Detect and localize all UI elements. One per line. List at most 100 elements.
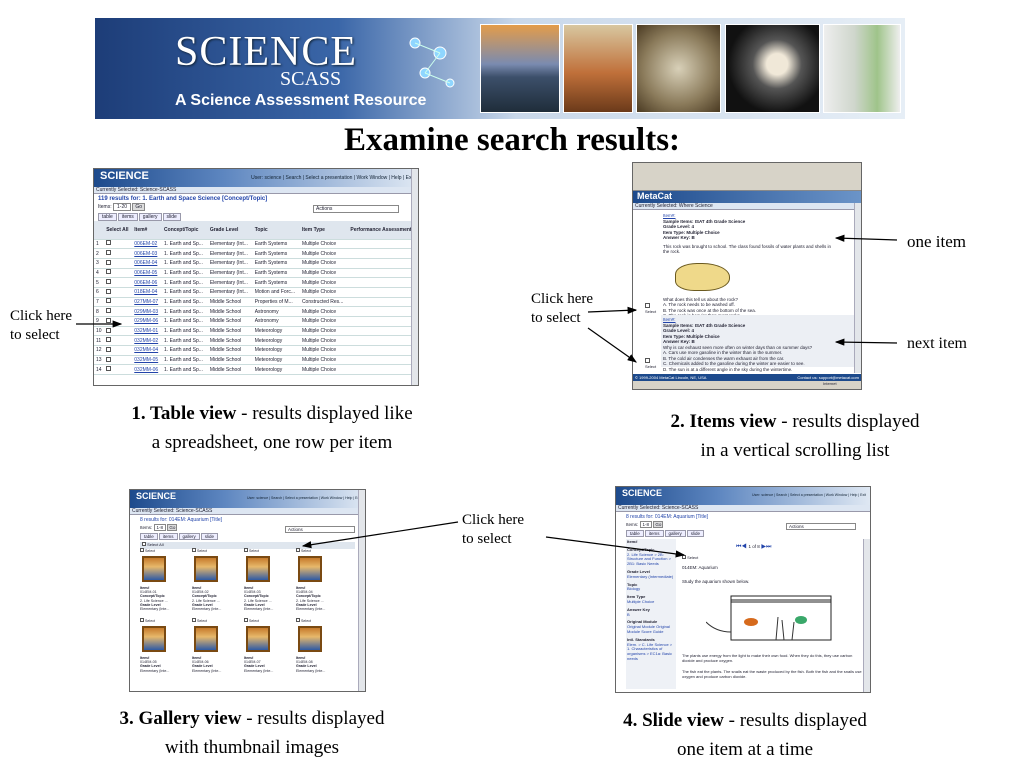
col-performance[interactable]: Performance Assessment (348, 221, 418, 240)
items-range-select[interactable]: 1-8 (153, 524, 167, 531)
last-icon[interactable]: ⏭ (766, 544, 772, 550)
actions-select[interactable]: Actions (285, 526, 355, 533)
tab-table[interactable]: table (626, 530, 644, 537)
col-concept[interactable]: Concept/Topic (162, 221, 208, 240)
tab-gallery[interactable]: gallery (138, 213, 162, 221)
tab-slide[interactable]: slide (200, 533, 219, 540)
actions-select[interactable]: Actions (786, 523, 856, 530)
card-select[interactable]: Select (140, 618, 190, 623)
scrollbar[interactable] (411, 169, 418, 385)
col-item[interactable]: Item# (132, 221, 163, 240)
row-item-link[interactable]: 032MM-06 (132, 364, 163, 376)
items-range-select[interactable]: 1-8 (639, 521, 653, 528)
tab-table[interactable]: table (98, 213, 117, 221)
go-button[interactable]: Go (653, 521, 664, 528)
row-item-link[interactable]: 029MM-06 (132, 316, 163, 327)
card-select[interactable]: Select (296, 618, 346, 623)
row-checkbox[interactable] (104, 239, 133, 250)
row-checkbox[interactable] (104, 335, 133, 347)
row-index: 11 (94, 335, 105, 347)
row-checkbox[interactable] (104, 248, 133, 259)
row-item-link[interactable]: 032MM-04 (132, 345, 163, 356)
col-select-all[interactable]: Select All (104, 221, 133, 240)
scrollbar[interactable] (863, 539, 870, 692)
tab-items[interactable]: items (158, 533, 178, 540)
card-select[interactable]: Select (192, 548, 242, 553)
tab-slide[interactable]: slide (162, 213, 181, 221)
go-button[interactable]: Go (167, 524, 178, 531)
thumbnail-image[interactable] (194, 556, 218, 582)
row-checkbox[interactable] (104, 345, 133, 356)
col-type[interactable]: Item Type (299, 221, 349, 240)
select-all-row[interactable]: Select All (140, 542, 355, 549)
tab-gallery[interactable]: gallery (178, 533, 200, 540)
row-checkbox[interactable] (104, 287, 133, 298)
row-checkbox[interactable] (104, 306, 133, 317)
row-item-link[interactable]: 006EM-02 (132, 239, 163, 250)
next-icon[interactable]: ▶ (761, 544, 766, 550)
items-range-select[interactable]: 1-20 (113, 203, 132, 211)
thumbnail-image[interactable] (194, 626, 218, 652)
row-item-link[interactable]: 032MM-02 (132, 335, 163, 347)
scrollbar[interactable] (854, 203, 861, 373)
row-checkbox[interactable] (104, 297, 133, 308)
header-links[interactable]: User: science | Search | Select a presen… (251, 175, 414, 181)
thumbnail-image[interactable] (246, 556, 270, 582)
item-number-link[interactable]: Item#: (663, 317, 676, 322)
tab-items[interactable]: items (644, 530, 664, 537)
item-number-link[interactable]: Item#: (663, 213, 676, 218)
thumbnail-image[interactable] (246, 626, 270, 652)
item-question: What does this tell us about the rock? (663, 296, 739, 302)
col-topic[interactable]: Topic (252, 221, 300, 240)
row-checkbox[interactable] (104, 364, 133, 376)
row-item-link[interactable]: 029MM-03 (132, 306, 163, 317)
col-grade[interactable]: Grade Level (207, 221, 253, 240)
first-icon[interactable]: ⏮ (736, 544, 742, 550)
row-checkbox[interactable] (104, 268, 133, 279)
card-select[interactable]: Select (244, 618, 294, 623)
row-item-link[interactable]: 006EM-04 (132, 258, 163, 269)
row-checkbox[interactable] (104, 326, 133, 337)
row-item-link[interactable]: 006EM-05 (132, 268, 163, 279)
row-checkbox[interactable] (104, 277, 133, 288)
thumbnail-image[interactable] (142, 556, 166, 582)
card-select[interactable]: Select (296, 548, 346, 553)
actions-select[interactable]: Actions (313, 205, 399, 213)
tab-gallery[interactable]: gallery (664, 530, 686, 537)
row-item-link[interactable]: 032MM-01 (132, 326, 163, 337)
thumbnail-image[interactable] (142, 626, 166, 652)
row-item-link[interactable]: 018EM-04 (132, 287, 163, 298)
tab-items[interactable]: items (117, 213, 138, 221)
header-links[interactable]: User: science | Search | Select a presen… (247, 496, 361, 500)
card-select[interactable]: Select (244, 548, 294, 553)
row-checkbox[interactable] (104, 355, 133, 366)
thumbnail-image[interactable] (298, 626, 322, 652)
go-button[interactable]: Go (132, 203, 146, 211)
header-links[interactable]: User: science | Search | Select a presen… (752, 493, 866, 497)
tab-slide[interactable]: slide (686, 530, 705, 537)
card-select[interactable]: Select (192, 618, 242, 623)
row-checkbox[interactable] (104, 258, 133, 269)
row-item-link[interactable]: 006EM-03 (132, 248, 163, 259)
item-select-1[interactable]: Select (645, 303, 656, 314)
tab-table[interactable]: table (140, 533, 158, 540)
app-logo: SCIENCE (136, 491, 177, 501)
thumbnail-image[interactable] (298, 556, 322, 582)
row-item-link[interactable]: 032MM-05 (132, 355, 163, 366)
contact-link[interactable]: Contact us: support@metacat.com (797, 375, 859, 380)
prev-icon[interactable]: ◀ (741, 544, 747, 550)
row-item-link[interactable]: 006EM-06 (132, 277, 163, 288)
scrollbar[interactable] (358, 490, 365, 691)
item-select-2[interactable]: Select (645, 358, 656, 369)
card-select[interactable]: Select (140, 548, 190, 553)
row-item-link[interactable]: 027MM-07 (132, 297, 163, 308)
